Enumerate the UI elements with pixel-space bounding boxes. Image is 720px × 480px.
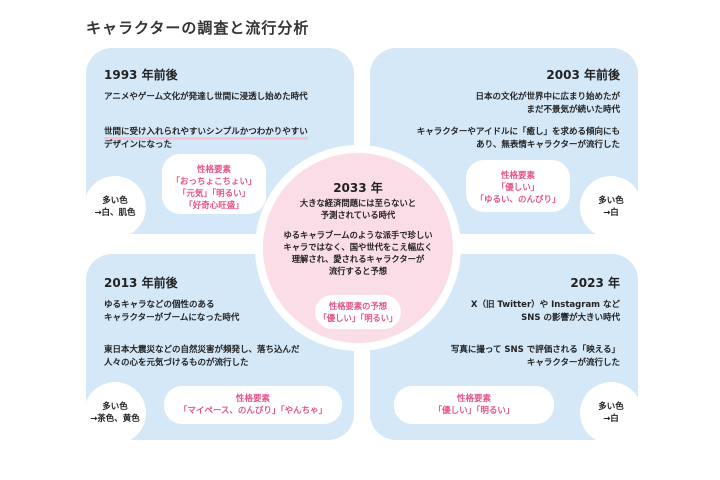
panel-2023-colors-value: →白: [603, 414, 619, 424]
panel-2023-colors-heading: 多い色: [598, 402, 624, 412]
panel-2003-traits-heading: 性格要素: [500, 171, 535, 181]
center-desc2-line2: キャラではなく、国や世代をこえ幅広く: [283, 242, 433, 252]
panel-2013-traits: 性格要素 「マイペース、のんびり」「やんちゃ」: [164, 386, 342, 424]
panel-2003-desc1: 日本の文化が世界中に広まり始めたが まだ不景気が続いた時代: [370, 91, 620, 117]
panel-2003-colors-value: →白: [603, 208, 619, 218]
center-traits-values: 「優しい」「明るい」: [318, 313, 398, 323]
panel-2023-desc1-line2: SNS の影響が大きい時代: [521, 313, 620, 323]
panel-2013-colors: 多い色 →茶色、黄色: [84, 382, 146, 444]
center-desc2-line1: ゆるキャラブームのような派手で珍しい: [283, 230, 433, 240]
panel-1993-desc1: アニメやゲーム文化が発達し世間に浸透し始めた時代: [104, 92, 308, 102]
panel-1993-desc2-line2: デザインになった: [104, 140, 173, 150]
panel-2023-traits-heading: 性格要素: [456, 394, 491, 404]
center-desc1: 大きな経済問題には至らないと 予測されている時代: [263, 197, 453, 221]
panel-1993-traits: 性格要素 「おっちょこちょい」 「元気」「明るい」 「好奇心旺盛」: [162, 154, 266, 214]
panel-1993-trait-3: 「好奇心旺盛」: [184, 201, 244, 211]
center-traits: 性格要素の予想 「優しい」「明るい」: [315, 295, 401, 329]
panel-1993-desc2-line1: 世間に受け入れられやすいシンプルかつわかりやすい: [104, 127, 308, 140]
panel-2013-desc1-line2: キャラクターがブームになった時代: [104, 313, 240, 323]
panel-1993-year: 1993 年前後: [104, 68, 178, 82]
center-traits-heading: 性格要素の予想: [328, 301, 388, 311]
panel-1993-colors-value: →白、肌色: [94, 208, 136, 218]
center-desc2-line3: 理解され、愛されるキャラクターが: [291, 254, 425, 264]
panel-1993-colors: 多い色 →白、肌色: [84, 176, 146, 238]
panel-2023-traits: 性格要素 「優しい」「明るい」: [394, 386, 554, 424]
panel-2013-desc2: 東日本大震災などの自然災害が頻発し、落ち込んだ 人々の心を元気づけるものが流行し…: [104, 344, 300, 370]
panel-1993-colors-heading: 多い色: [102, 196, 128, 206]
panel-2023-desc2: 写真に撮って SNS で評価される「映える」 キャラクターが流行した: [370, 344, 620, 370]
panel-2003-desc1-line1: 日本の文化が世界中に広まり始めたが: [475, 92, 620, 102]
panel-2013-colors-value: →茶色、黄色: [90, 414, 140, 424]
center-desc2-line4: 流行すると予想: [328, 266, 388, 276]
center-desc1-line2: 予測されている時代: [320, 210, 396, 220]
panel-2013-traits-heading: 性格要素: [235, 394, 270, 404]
center-circle-2033: 2033 年 大きな経済問題には至らないと 予測されている時代 ゆるキャラブーム…: [263, 153, 453, 343]
panel-2023-desc2-line2: キャラクターが流行した: [526, 358, 620, 368]
center-desc2: ゆるキャラブームのような派手で珍しい キャラではなく、国や世代をこえ幅広く 理解…: [263, 229, 453, 277]
panel-1993: 1993 年前後 アニメやゲーム文化が発達し世間に浸透し始めた時代 世間に受け入…: [84, 48, 354, 238]
panel-1993-trait-2: 「元気」「明るい」: [177, 189, 251, 199]
panel-2013-desc2-line2: 人々の心を元気づけるものが流行した: [104, 358, 249, 368]
page-title: キャラクターの調査と流行分析: [86, 19, 310, 37]
panel-2003-desc2-line2: あり、無表情キャラクターが流行した: [476, 140, 620, 150]
panel-2003-traits: 性格要素 「優しい」 「ゆるい、のんびり」: [466, 160, 570, 212]
panel-2013-trait-1: 「マイペース、のんびり」「やんちゃ」: [178, 406, 328, 416]
panel-2003-trait-1: 「優しい」: [496, 183, 540, 193]
panel-1993-trait-1: 「おっちょこちょい」: [171, 177, 257, 187]
panel-1993-desc2: 世間に受け入れられやすいシンプルかつわかりやすい デザインになった: [104, 126, 308, 152]
panel-2023-colors: 多い色 →白: [580, 382, 642, 444]
center-desc1-line1: 大きな経済問題には至らないと: [299, 198, 417, 208]
panel-2003-desc2-line1: キャラクターやアイドルに「癒し」を求める傾向にも: [416, 127, 620, 137]
panel-2013-colors-heading: 多い色: [102, 402, 128, 412]
panel-2003-desc2: キャラクターやアイドルに「癒し」を求める傾向にも あり、無表情キャラクターが流行…: [370, 126, 620, 152]
panel-2003-colors-heading: 多い色: [598, 196, 624, 206]
panel-2003-year: 2003 年前後: [546, 68, 620, 82]
center-year: 2033 年: [333, 181, 383, 195]
panel-2003-trait-2: 「ゆるい、のんびり」: [475, 195, 561, 205]
panel-2013-desc1-line1: ゆるキャラなどの個性のある: [104, 300, 215, 310]
panel-2023-year: 2023 年: [570, 276, 620, 290]
panel-2013-desc2-line1: 東日本大震災などの自然災害が頻発し、落ち込んだ: [104, 345, 300, 355]
panel-2013-desc1: ゆるキャラなどの個性のある キャラクターがブームになった時代: [104, 299, 239, 325]
panel-2023-desc1-line1: X（旧 Twitter）や Instagram など: [470, 300, 620, 310]
panel-2003-desc1-line2: まだ不景気が続いた時代: [526, 105, 620, 115]
panel-2023-desc1: X（旧 Twitter）や Instagram など SNS の影響が大きい時代: [370, 299, 620, 325]
panel-2003-colors: 多い色 →白: [580, 176, 642, 238]
panel-2013-year: 2013 年前後: [104, 276, 178, 290]
panel-2023-trait-1: 「優しい」「明るい」: [433, 406, 515, 416]
panel-2023-desc2-line1: 写真に撮って SNS で評価される「映える」: [450, 345, 620, 355]
panel-1993-traits-heading: 性格要素: [196, 165, 231, 175]
